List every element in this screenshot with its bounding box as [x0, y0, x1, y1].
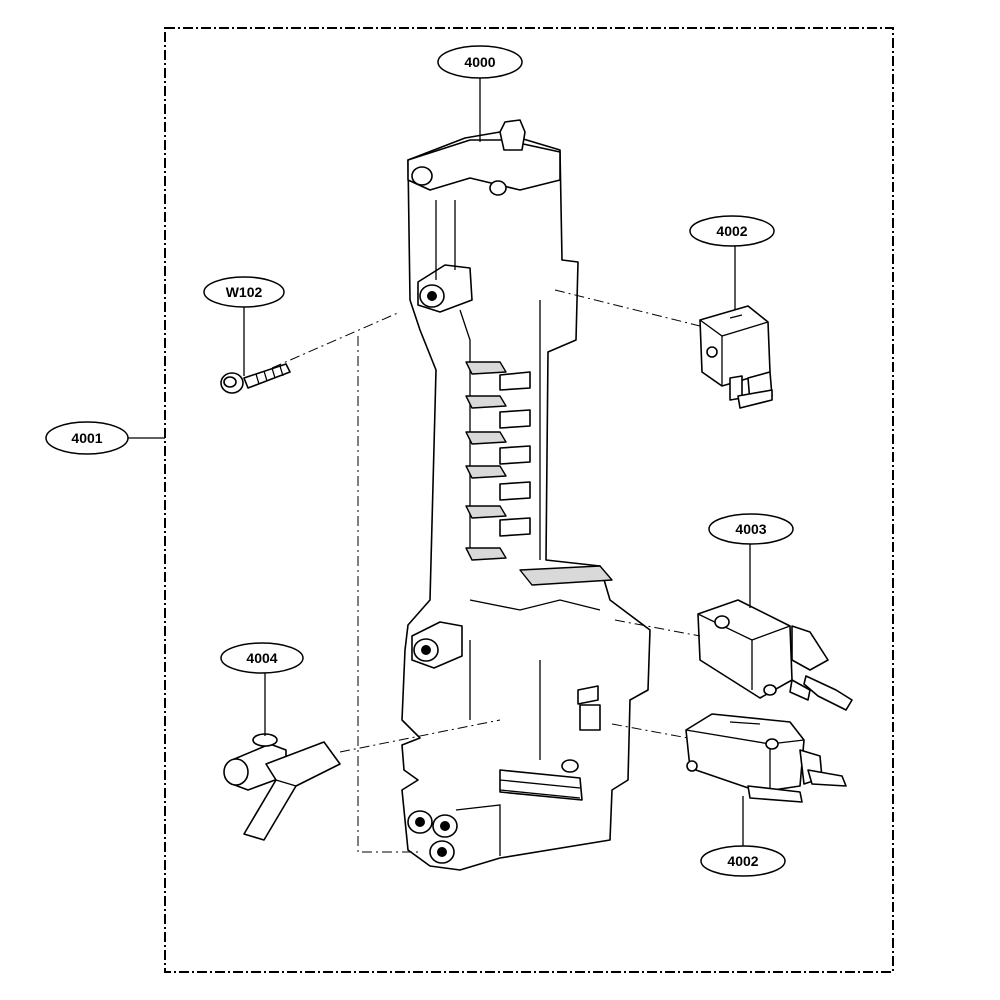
- label-4003: 4003: [735, 521, 766, 537]
- callout-4001: 4001: [45, 421, 129, 455]
- leader-lines: [128, 78, 751, 846]
- callout-4002-top: 4002: [689, 215, 775, 247]
- board-ribs: [465, 361, 531, 561]
- micro-switch-bottom-part: [685, 713, 847, 803]
- label-4004: 4004: [246, 650, 277, 666]
- callout-w102: W102: [203, 276, 285, 308]
- label-w102: W102: [226, 284, 263, 300]
- lever-part: [223, 733, 341, 841]
- micro-switch-middle-part: [697, 599, 853, 711]
- micro-switch-top-part: [699, 305, 773, 409]
- latch-board-part: [401, 119, 651, 871]
- assembly-lines: [271, 289, 701, 853]
- screw-part: [220, 363, 291, 394]
- callout-4002-bottom: 4002: [700, 845, 786, 877]
- label-4002-top: 4002: [716, 223, 747, 239]
- label-4002-bottom: 4002: [727, 853, 758, 869]
- callout-4003: 4003: [708, 513, 794, 545]
- callout-4000: 4000: [437, 45, 523, 79]
- label-4000: 4000: [464, 54, 495, 70]
- label-4001: 4001: [71, 430, 102, 446]
- assembly-frame: [164, 27, 894, 973]
- callout-4004: 4004: [220, 642, 304, 674]
